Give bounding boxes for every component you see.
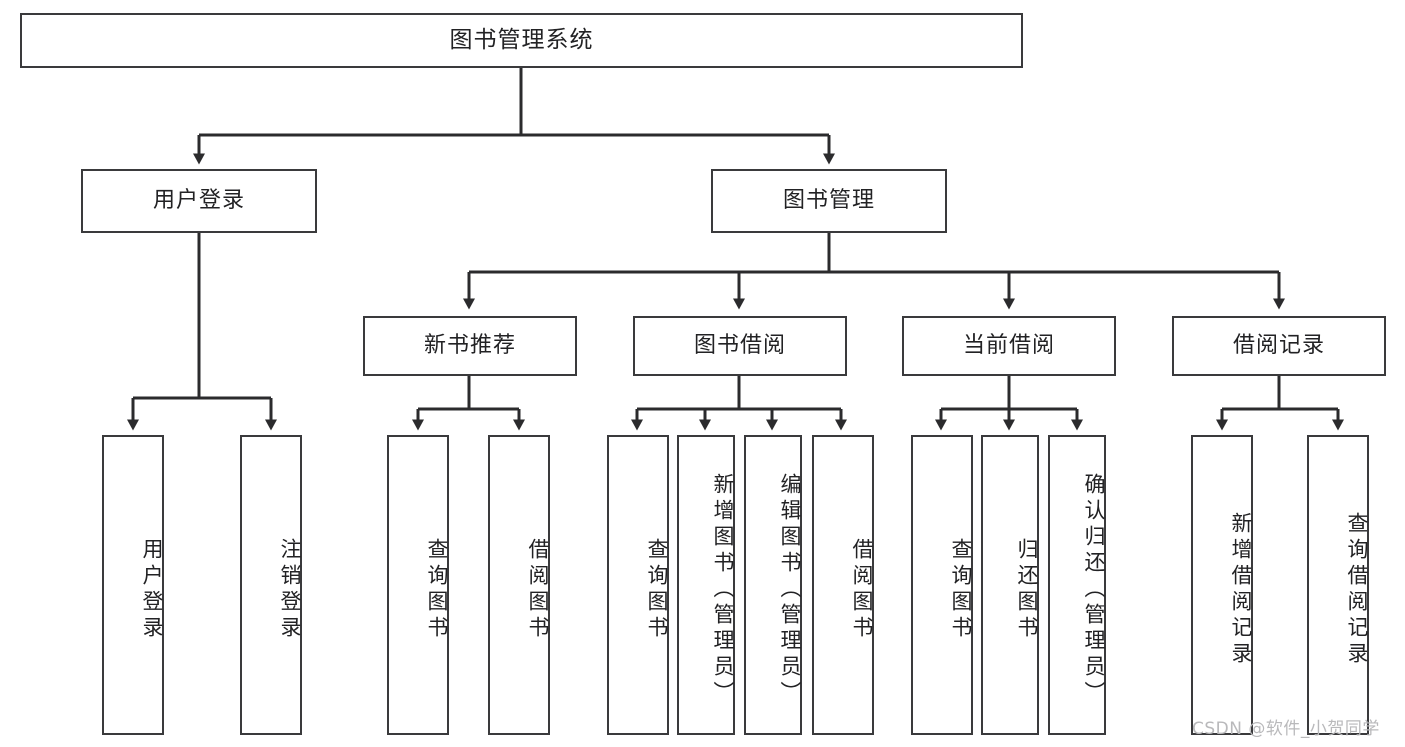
node-current-borrow[interactable]: 当前借阅: [902, 316, 1116, 376]
node-leaf-confirm-return-admin-label: 确认归还（管理员）: [1082, 473, 1106, 707]
node-leaf-confirm-return-admin[interactable]: 确认归还（管理员）: [1048, 435, 1106, 735]
node-leaf-add-record-label: 新增借阅记录: [1229, 512, 1253, 668]
node-borrow-record-label: 借阅记录: [1232, 333, 1325, 359]
node-leaf-logout-label: 注销登录: [278, 538, 302, 642]
node-leaf-query-book-1[interactable]: 查询图书: [387, 435, 449, 735]
node-leaf-edit-book-admin-label: 编辑图书（管理员）: [778, 473, 802, 707]
csdn-watermark: CSDN @软件_小贺同学: [1192, 719, 1380, 739]
node-borrow-record[interactable]: 借阅记录: [1172, 316, 1386, 376]
node-leaf-add-book-admin-label: 新增图书（管理员）: [711, 473, 735, 707]
node-leaf-edit-book-admin[interactable]: 编辑图书（管理员）: [744, 435, 802, 735]
node-user-login-label: 用户登录: [152, 188, 245, 214]
node-leaf-query-book-2[interactable]: 查询图书: [607, 435, 669, 735]
node-leaf-query-record-label: 查询借阅记录: [1345, 512, 1369, 668]
node-root-system[interactable]: 图书管理系统: [20, 13, 1023, 68]
node-leaf-add-record[interactable]: 新增借阅记录: [1191, 435, 1253, 735]
node-leaf-query-book-2-label: 查询图书: [645, 538, 669, 642]
node-leaf-query-book-3[interactable]: 查询图书: [911, 435, 973, 735]
node-new-book-recommend-label: 新书推荐: [423, 333, 516, 359]
node-leaf-query-book-1-label: 查询图书: [425, 538, 449, 642]
node-leaf-add-book-admin[interactable]: 新增图书（管理员）: [677, 435, 735, 735]
node-book-borrow[interactable]: 图书借阅: [633, 316, 847, 376]
node-leaf-borrow-book-2[interactable]: 借阅图书: [812, 435, 874, 735]
node-user-login[interactable]: 用户登录: [81, 169, 317, 233]
node-leaf-user-login-label: 用户登录: [140, 538, 164, 642]
node-leaf-query-record[interactable]: 查询借阅记录: [1307, 435, 1369, 735]
node-leaf-return-book[interactable]: 归还图书: [981, 435, 1039, 735]
node-leaf-borrow-book-1[interactable]: 借阅图书: [488, 435, 550, 735]
node-leaf-user-login[interactable]: 用户登录: [102, 435, 164, 735]
node-new-book-recommend[interactable]: 新书推荐: [363, 316, 577, 376]
node-book-manage-label: 图书管理: [782, 188, 875, 214]
node-leaf-borrow-book-1-label: 借阅图书: [526, 538, 550, 642]
node-root-system-label: 图书管理系统: [449, 27, 594, 54]
node-book-manage[interactable]: 图书管理: [711, 169, 947, 233]
node-current-borrow-label: 当前借阅: [962, 333, 1055, 359]
node-leaf-borrow-book-2-label: 借阅图书: [850, 538, 874, 642]
node-leaf-return-book-label: 归还图书: [1015, 538, 1039, 642]
node-book-borrow-label: 图书借阅: [693, 333, 786, 359]
node-leaf-query-book-3-label: 查询图书: [949, 538, 973, 642]
node-leaf-logout[interactable]: 注销登录: [240, 435, 302, 735]
